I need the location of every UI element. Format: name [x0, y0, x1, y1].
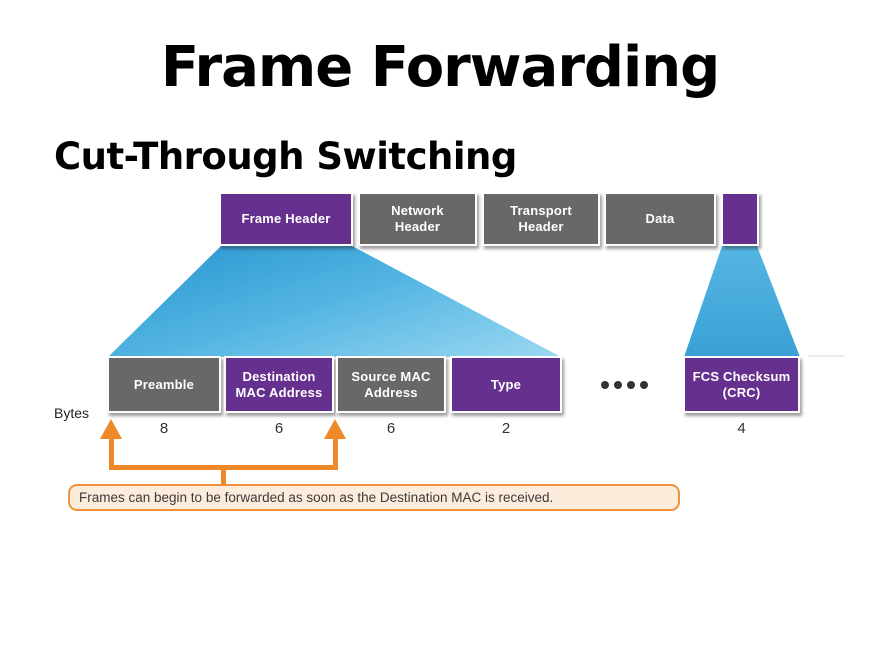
- section-heading: Cut-Through Switching: [54, 135, 517, 178]
- field-label: Transport Header: [510, 203, 572, 234]
- arrow-up-icon-right: [324, 419, 346, 439]
- bytes-axis-label: Bytes: [54, 405, 90, 421]
- arrow-shaft-left: [109, 436, 114, 470]
- ellipsis-dot: [640, 381, 648, 389]
- arrow-up-icon-left: [100, 419, 122, 439]
- field-label: Frame Header: [241, 211, 331, 226]
- ellipsis-dot: [601, 381, 609, 389]
- byte-count-type: 2: [501, 420, 511, 437]
- byte-count-fcs: 4: [737, 420, 746, 437]
- page-title: Frame Forwarding: [160, 35, 720, 100]
- caption-callout: Frames can begin to be forwarded as soon…: [68, 484, 680, 511]
- field-label: FCS Checksum (CRC): [692, 368, 791, 400]
- field-label: Type: [490, 376, 522, 392]
- bracket-stem: [221, 470, 226, 485]
- field-label: Destination MAC Address: [235, 368, 323, 400]
- field-label: Source MAC Address: [351, 368, 431, 400]
- field-type: Type: [450, 356, 562, 413]
- ellipsis-dots-icon: [601, 381, 648, 389]
- field-source-mac: Source MAC Address: [336, 356, 446, 413]
- arrow-shaft-right: [333, 436, 338, 470]
- field-frame-header: Frame Header: [219, 192, 353, 246]
- caption-text: Frames can begin to be forwarded as soon…: [79, 490, 554, 505]
- byte-count-source-mac: 6: [386, 420, 396, 437]
- cone-frame-header-icon: [108, 246, 561, 357]
- bracket-bar: [109, 465, 338, 470]
- field-network-header: Network Header: [358, 192, 477, 246]
- faint-divider-line: [808, 355, 844, 357]
- field-fcs-checksum: FCS Checksum (CRC): [683, 356, 800, 413]
- field-data: Data: [604, 192, 716, 246]
- field-label: Preamble: [133, 376, 195, 392]
- field-label: Network Header: [391, 203, 444, 234]
- field-preamble: Preamble: [107, 356, 221, 413]
- byte-count-preamble: 8: [159, 420, 169, 437]
- byte-count-destination-mac: 6: [274, 420, 284, 437]
- ellipsis-dot: [614, 381, 622, 389]
- cone-fcs-icon: [684, 246, 800, 357]
- field-destination-mac: Destination MAC Address: [224, 356, 334, 413]
- field-label: Data: [645, 211, 675, 226]
- ellipsis-dot: [627, 381, 635, 389]
- field-transport-header: Transport Header: [482, 192, 600, 246]
- field-frame-trailer: [721, 192, 759, 246]
